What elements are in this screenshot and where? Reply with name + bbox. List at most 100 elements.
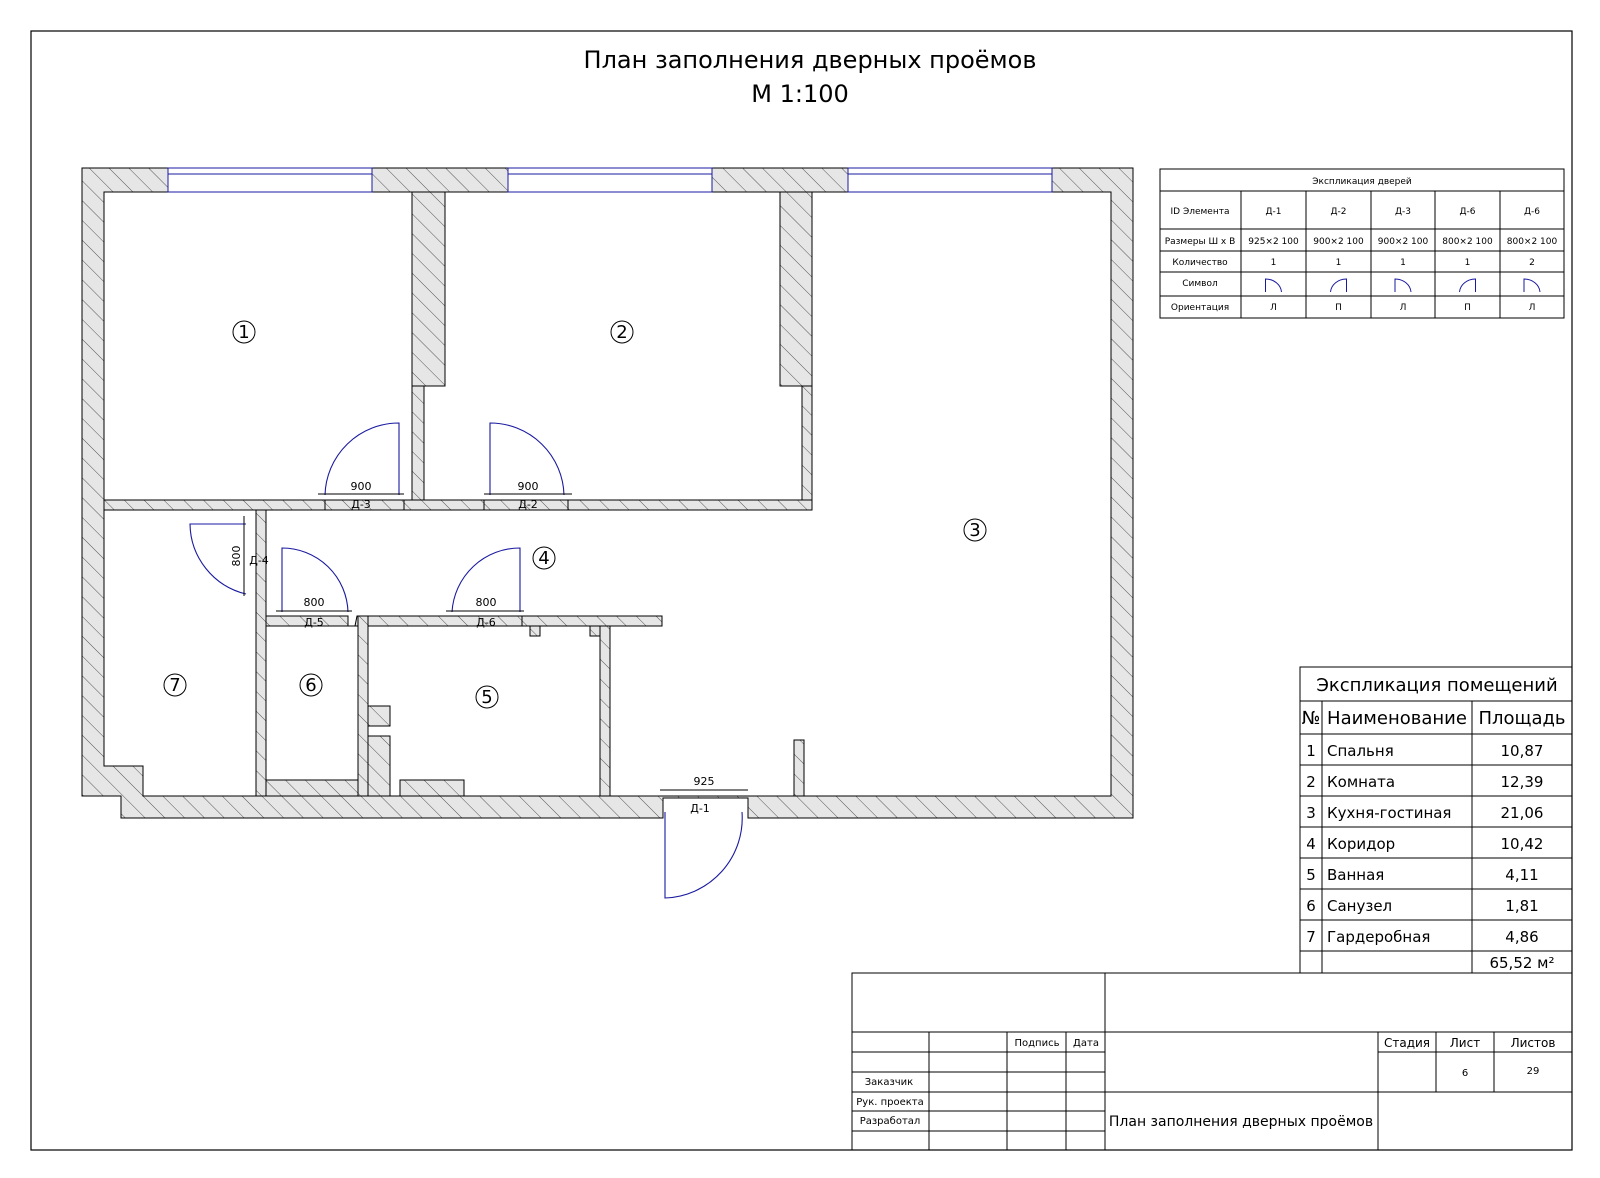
tag-d2: Д-2 <box>518 498 538 511</box>
room-number-4: 4 <box>538 548 549 569</box>
room-marker-5 <box>475 685 499 709</box>
room-number-6: 6 <box>305 675 316 696</box>
dim-d5: 800 <box>304 596 325 609</box>
room-marker-7 <box>163 673 187 697</box>
tag-d5: Д-5 <box>304 616 324 629</box>
door-symbol-icon <box>1523 278 1541 293</box>
bath-shaft <box>367 705 391 727</box>
room-row-num: 4 <box>1306 835 1316 853</box>
partition-hall-top-2 <box>403 499 485 511</box>
doors-row-label-symbol: Символ <box>1182 279 1218 289</box>
room-6-floor <box>265 625 359 797</box>
room-row-name: Коридор <box>1327 835 1395 853</box>
room-marker-4 <box>532 546 556 570</box>
stamp-customer: Заказчик <box>865 1077 913 1088</box>
doors-row-label-size: Размеры Ш х В <box>1165 237 1236 247</box>
room-row-area: 10,87 <box>1501 742 1544 760</box>
door-col-id: Д-6 <box>1524 207 1540 217</box>
dim-d4: 800 <box>230 546 243 567</box>
room-row-num: 6 <box>1306 897 1316 915</box>
room-5-floor <box>367 625 601 797</box>
door-col-orientation: Л <box>1529 303 1536 313</box>
door-d3-swing[interactable] <box>324 422 400 496</box>
rooms-schedule-caption: Экспликация помещений <box>1316 675 1557 696</box>
doors-schedule <box>1159 168 1565 319</box>
title-block <box>851 972 1573 1151</box>
tag-d1: Д-1 <box>690 802 710 815</box>
room-row-name: Спальня <box>1327 742 1394 760</box>
room-row-area: 4,86 <box>1505 928 1538 946</box>
door-col-qty: 2 <box>1529 258 1535 268</box>
stamp-sheets-value: 29 <box>1527 1066 1540 1077</box>
door-d4-swing[interactable] <box>189 523 247 595</box>
room-row-num: 1 <box>1306 742 1316 760</box>
door-col-qty: 1 <box>1336 258 1342 268</box>
window-room-2 <box>507 167 713 193</box>
room-1-floor <box>103 191 413 501</box>
stamp-sheet-value: 6 <box>1462 1068 1468 1079</box>
stamp-project-head: Рук. проекта <box>856 1097 924 1108</box>
door-col-orientation: Л <box>1270 303 1277 313</box>
door-col-size: 800×2 100 <box>1442 237 1493 247</box>
room-row-num: 2 <box>1306 773 1316 791</box>
doors-schedule-caption: Экспликация дверей <box>1312 177 1412 187</box>
partition-hall-top <box>103 499 326 511</box>
door-col-orientation: П <box>1464 303 1471 313</box>
sheet-frame <box>30 30 1573 1151</box>
door-d1-swing[interactable] <box>664 811 743 899</box>
stamp-drawing-title: План заполнения дверных проёмов <box>1109 1114 1373 1130</box>
room-number-1: 1 <box>238 322 249 343</box>
rooms-header-num: № <box>1302 708 1321 729</box>
floor-plan: 900 Д-3 900 Д-2 800 Д-4 800 Д-5 800 Д-6 … <box>81 167 1134 899</box>
doors-row-label-id: ID Элемента <box>1171 207 1230 217</box>
room-row-name: Гардеробная <box>1327 928 1430 946</box>
room-row-name: Санузел <box>1327 897 1392 915</box>
door-col-id: Д-6 <box>1459 207 1475 217</box>
partition-bath-top <box>265 615 349 627</box>
dim-d3: 900 <box>351 480 372 493</box>
dim-d6: 800 <box>476 596 497 609</box>
rooms-total-area: 65,52 м² <box>1489 954 1554 972</box>
stamp-stage-label: Стадия <box>1384 1036 1430 1050</box>
door-col-size: 925×2 100 <box>1248 237 1299 247</box>
door-col-qty: 1 <box>1465 258 1471 268</box>
room-marker-6 <box>299 673 323 697</box>
partition-2-3 <box>779 191 813 387</box>
door-d5-swing[interactable] <box>281 547 349 613</box>
room-row-area: 1,81 <box>1505 897 1538 915</box>
tag-d6: Д-6 <box>476 616 496 629</box>
room-row-name: Ванная <box>1327 866 1384 884</box>
room-2-floor <box>423 191 803 501</box>
bath-shaft-2 <box>367 735 391 797</box>
room-row-name: Кухня-гостиная <box>1327 804 1451 822</box>
rooms-header-name: Наименование <box>1327 708 1467 729</box>
stamp-sign-label: Подпись <box>1015 1038 1060 1049</box>
partition-1-2 <box>411 191 446 387</box>
kitchen-stub <box>793 739 805 797</box>
partition-bath-top-2 <box>521 615 663 627</box>
door-symbol-icon <box>1394 278 1412 293</box>
doors-row-label-orientation: Ориентация <box>1171 303 1229 313</box>
door-col-size: 900×2 100 <box>1313 237 1364 247</box>
room-number-5: 5 <box>481 687 492 708</box>
tag-d3: Д-3 <box>351 498 371 511</box>
bath-stub-1 <box>529 625 541 637</box>
partition-hall-top-3 <box>567 499 813 511</box>
room-number-2: 2 <box>616 322 627 343</box>
room-marker-3 <box>963 518 987 542</box>
door-col-size: 800×2 100 <box>1507 237 1558 247</box>
room-row-name: Комната <box>1327 773 1395 791</box>
door-d2-swing[interactable] <box>489 422 565 496</box>
door-symbol-icon <box>1265 278 1282 293</box>
door-col-size: 900×2 100 <box>1378 237 1429 247</box>
room-marker-1 <box>232 320 256 344</box>
door-d6-swing[interactable] <box>451 547 521 613</box>
drawing-scale: М 1:100 <box>751 80 849 108</box>
stamp-sheets-label: Листов <box>1511 1036 1556 1050</box>
door-symbol-icon <box>1330 278 1347 293</box>
door-col-orientation: П <box>1335 303 1342 313</box>
partition-2-3-lower <box>801 385 813 511</box>
door-col-qty: 1 <box>1271 258 1277 268</box>
